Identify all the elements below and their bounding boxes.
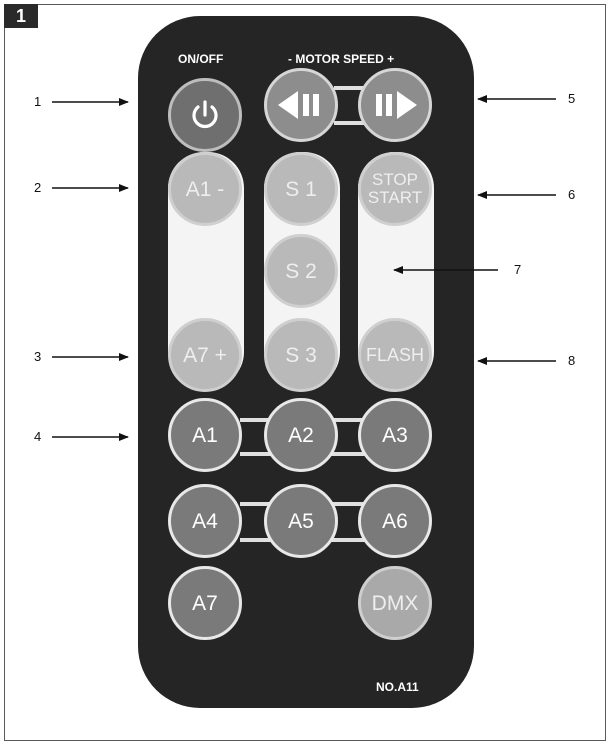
a7-plus-button[interactable]: A7 + [168,318,242,392]
callout-7: 7 [514,262,522,277]
dmx-button[interactable]: DMX [358,566,432,640]
callout-6: 6 [568,187,576,202]
a6-button[interactable]: A6 [358,484,432,558]
motor-speed-down-button[interactable] [264,68,338,142]
pause-forward-icon [376,91,417,119]
speed-connector-bar [334,86,370,90]
a2-button[interactable]: A2 [264,398,338,472]
callout-2: 2 [34,180,42,195]
s2-button[interactable]: S 2 [264,234,338,308]
model-label: NO.A11 [376,680,419,694]
figure-frame [4,4,606,741]
a3-button[interactable]: A3 [358,398,432,472]
a1-minus-button[interactable]: A1 - [168,152,242,226]
callout-4: 4 [34,429,42,444]
figure-number: 1 [4,4,38,28]
callout-1: 1 [34,94,42,109]
s3-button[interactable]: S 3 [264,318,338,392]
motor-speed-up-button[interactable] [358,68,432,142]
power-button[interactable] [168,78,242,152]
speed-connector-bar [334,121,370,125]
callout-8: 8 [568,353,576,368]
on-off-label: ON/OFF [178,52,224,66]
stop-label: STOP [372,170,418,190]
callout-5: 5 [568,91,576,106]
a7-button[interactable]: A7 [168,566,242,640]
a1-button[interactable]: A1 [168,398,242,472]
a4-button[interactable]: A4 [168,484,242,558]
rewind-pause-icon [278,91,319,119]
stop-start-button[interactable]: STOP START [358,152,432,226]
motor-speed-label: - MOTOR SPEED + [288,52,395,66]
s1-button[interactable]: S 1 [264,152,338,226]
flash-button[interactable]: FLASH [358,318,432,392]
a5-button[interactable]: A5 [264,484,338,558]
power-icon [192,100,218,129]
start-label: START [367,188,423,207]
callout-3: 3 [34,349,42,364]
